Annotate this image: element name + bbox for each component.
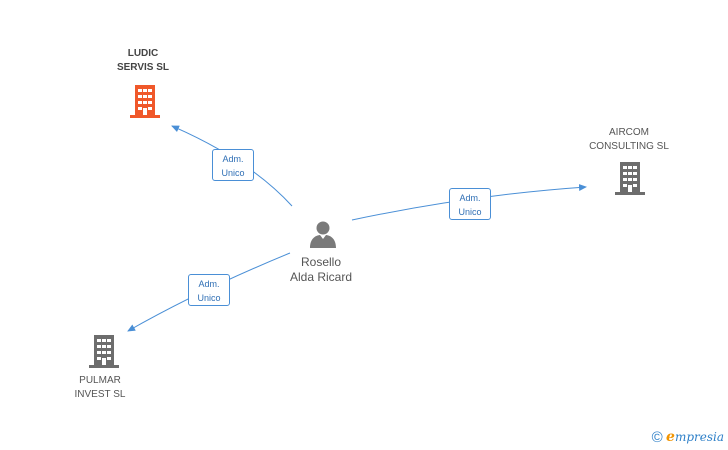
building-icon[interactable] (128, 84, 162, 118)
edge-label-line2: Unico (197, 293, 221, 303)
person-label-line1: Rosello (300, 255, 342, 269)
edge-label-line2: Unico (458, 207, 482, 217)
ludic-label-line1: LUDIC (127, 48, 159, 59)
edge-label-pulmar[interactable]: Adm. Unico (188, 274, 230, 306)
person-label-line2: Alda Ricard (289, 270, 353, 284)
edge-label-line1: Adm. (222, 154, 244, 164)
brand-name: mpresia (674, 430, 724, 444)
brand-initial: e (666, 429, 675, 445)
edge-label-line2: Unico (221, 168, 245, 178)
edge-label-line1: Adm. (198, 279, 220, 289)
building-icon[interactable] (87, 334, 121, 368)
edge-label-aircom[interactable]: Adm. Unico (449, 188, 491, 220)
edge-label-ludic[interactable]: Adm. Unico (212, 149, 254, 181)
copyright-icon: © (651, 429, 663, 446)
node-label-aircom[interactable]: AIRCOM CONSULTING SL (574, 126, 684, 154)
node-label-pulmar[interactable]: PULMAR INVEST SL (55, 374, 145, 402)
pulmar-label-line2: INVEST SL (74, 389, 126, 400)
aircom-label-line2: CONSULTING SL (589, 141, 669, 152)
node-label-ludic[interactable]: LUDIC SERVIS SL (100, 47, 186, 75)
node-label-person[interactable]: Rosello Alda Ricard (273, 255, 369, 285)
empresia-logo: © empresia (652, 429, 724, 446)
person-icon[interactable] (308, 219, 338, 249)
aircom-label-line1: AIRCOM (609, 127, 649, 138)
ludic-label-line2: SERVIS SL (116, 62, 170, 73)
edge-label-line1: Adm. (459, 193, 481, 203)
pulmar-label-line1: PULMAR (79, 375, 121, 386)
building-icon[interactable] (613, 161, 647, 195)
